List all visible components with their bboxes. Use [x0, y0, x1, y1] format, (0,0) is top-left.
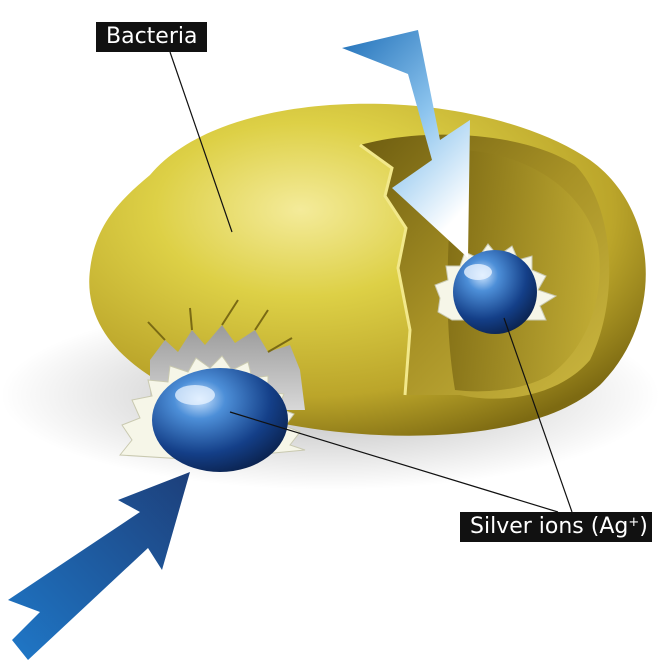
silver-ions-label-suffix: ): [639, 514, 648, 539]
incoming-arrow-bottom: [8, 472, 190, 660]
bacteria-label: Bacteria: [96, 22, 207, 52]
silver-ions-charge: +: [628, 515, 639, 530]
silver-ions-label: Silver ions (Ag+): [460, 512, 652, 542]
silver-ion-sphere: [453, 250, 537, 334]
ion-highlight: [464, 264, 492, 280]
silver-ion-sphere-lower: [152, 368, 288, 472]
bacteria-label-text: Bacteria: [106, 24, 197, 49]
ion-highlight-lower: [175, 385, 215, 405]
silver-ions-label-text: Silver ions (Ag: [470, 514, 628, 539]
